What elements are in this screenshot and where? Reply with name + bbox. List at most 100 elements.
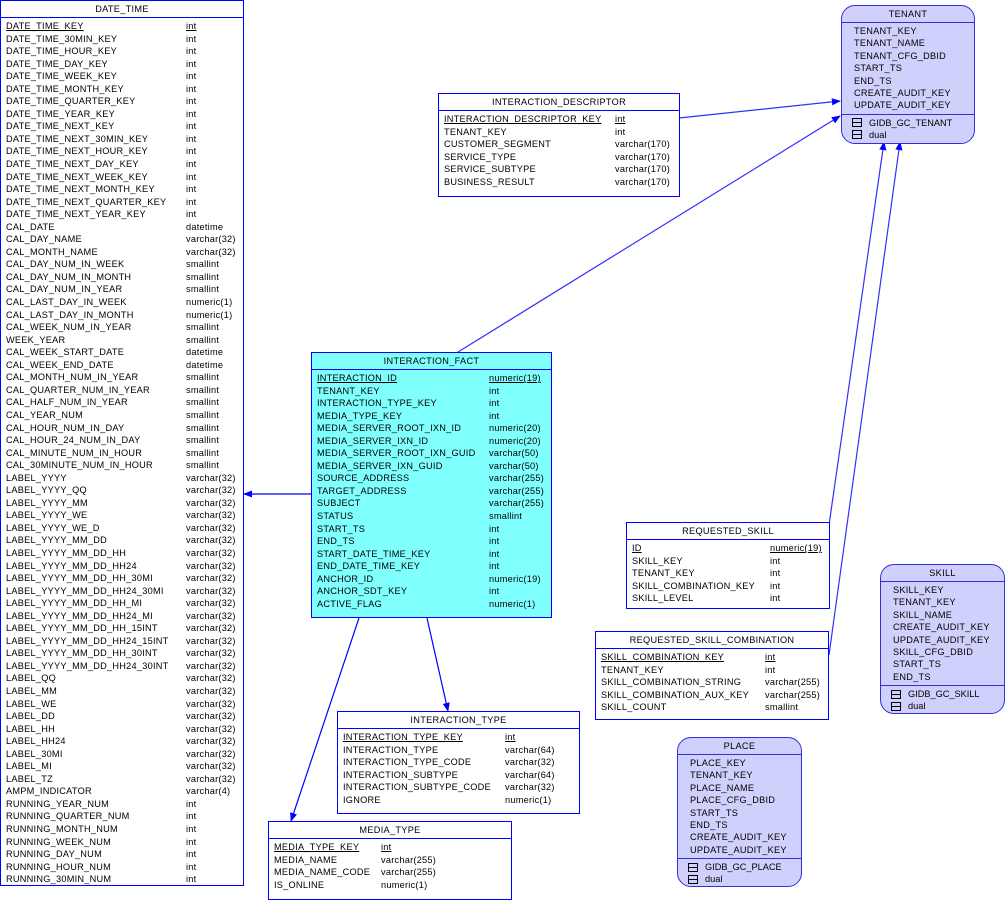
column-row[interactable]: SKILL_CFG_DBID [893,646,999,658]
column-row[interactable]: UPDATE_AUDIT_KEY [893,634,999,646]
column-row[interactable]: UPDATE_AUDIT_KEY [854,99,969,111]
source-table-row[interactable]: dual [852,129,969,141]
source-table-row[interactable]: dual [891,700,999,712]
column-row[interactable]: START_TS [690,807,796,819]
source-table-row[interactable]: dual [688,873,796,885]
column-row[interactable]: TENANT_KEY [854,25,969,37]
source-table-row[interactable]: GIDB_GC_TENANT [852,117,969,129]
column-row[interactable]: TENANT_CFG_DBID [854,50,969,62]
column-row[interactable]: TENANT_KEY [893,596,999,608]
column-row[interactable]: UPDATE_AUDIT_KEY [690,844,796,856]
column-row[interactable]: SKILL_KEY [893,584,999,596]
column-row[interactable]: TENANT_NAME [854,37,969,49]
column-row[interactable]: CREATE_AUDIT_KEY [893,621,999,633]
column-row[interactable]: TENANT_KEY [690,769,796,781]
source-table-row[interactable]: GIDB_GC_SKILL [891,688,999,700]
source-table-row[interactable]: GIDB_GC_PLACE [688,861,796,873]
column-row[interactable]: START_TS [893,658,999,670]
column-row[interactable]: PLACE_CFG_DBID [690,794,796,806]
column-row[interactable]: CREATE_AUDIT_KEY [854,87,969,99]
column-row[interactable]: PLACE_NAME [690,782,796,794]
